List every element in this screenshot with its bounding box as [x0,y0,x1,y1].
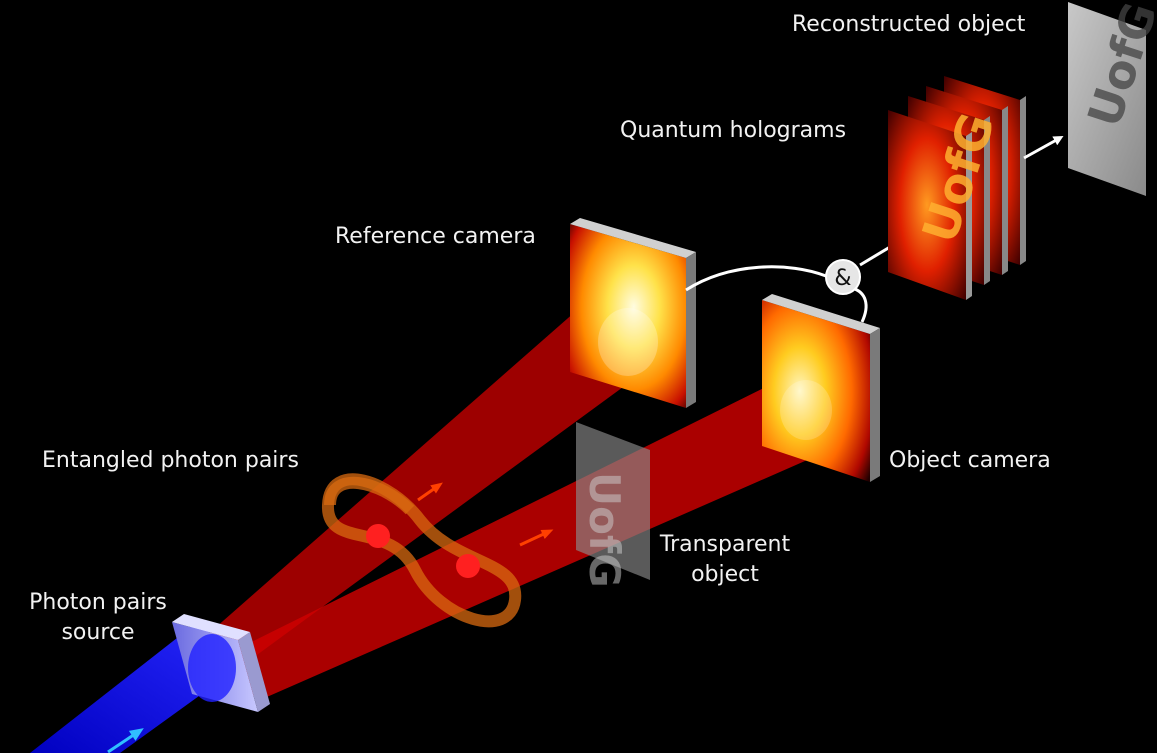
label-quantum-holograms: Quantum holograms [620,118,847,143]
object-connector [851,286,868,323]
label-source-line1: Photon pairs [29,590,167,615]
photon-1 [366,524,390,548]
label-transparent-line2: object [691,562,759,587]
label-photon-pairs-source: Photon pairs source [18,588,178,648]
transparent-object-icon: UofG [576,422,650,588]
label-object-camera: Object camera [889,448,1051,473]
photon-source [172,614,270,712]
coincidence-symbol: & [834,266,851,291]
reference-connector [685,265,827,292]
reconstructed-object-icon: UofG [1068,0,1157,196]
label-entangled-photon-pairs: Entangled photon pairs [42,448,299,473]
label-reconstructed-object: Reconstructed object [792,12,1026,37]
hologram-stack: UofG [888,76,1026,300]
object-beam [205,380,830,700]
label-transparent-object: Transparent object [650,530,800,590]
coincidence-gate-icon [825,259,861,295]
pump-arrow-icon [107,728,144,753]
reconstruct-arrow-icon [1023,136,1064,160]
svg-text:UofG: UofG [580,472,629,588]
label-reference-camera: Reference camera [335,224,536,249]
label-source-line2: source [61,620,135,645]
photon-2 [456,554,480,578]
photon-arrow-1-icon [417,482,443,502]
reference-camera-icon [570,218,696,408]
object-camera-icon [762,294,880,482]
reference-beam [190,290,660,660]
photon-arrow-2-icon [519,529,554,547]
label-transparent-line1: Transparent [659,532,791,557]
